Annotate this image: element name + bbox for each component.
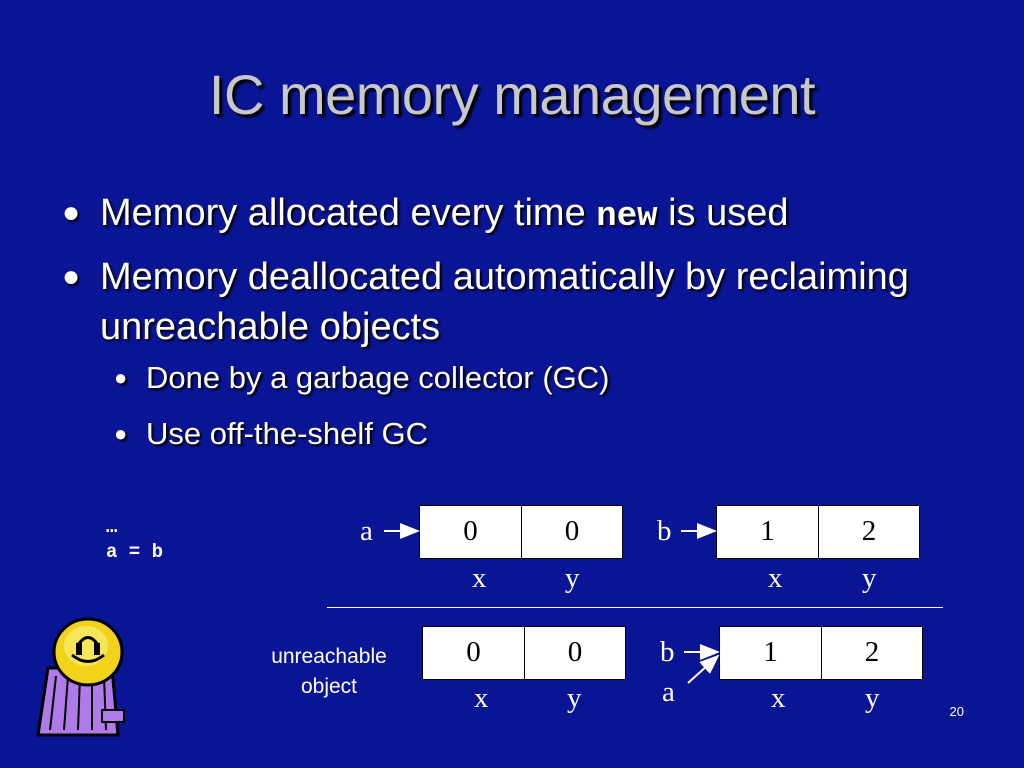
bullet-list: ● Memory allocated every time new is use…: [62, 188, 1002, 454]
field-value: 2: [821, 627, 922, 679]
field-value: 1: [763, 636, 778, 668]
field-name: x: [771, 682, 786, 714]
bullet-item: ● Memory allocated every time new is use…: [62, 188, 1002, 242]
bullet-dot-icon: ●: [62, 260, 81, 293]
label-line: unreachable: [271, 645, 387, 668]
page-number: 20: [949, 704, 964, 719]
code-line: a = b: [106, 541, 164, 563]
field-value: 0: [463, 515, 478, 547]
field-name: x: [768, 562, 783, 594]
bullet-dot-icon: ●: [62, 196, 81, 229]
field-value: 0: [524, 627, 625, 679]
unreachable-object-label: unreachable object: [256, 642, 402, 702]
unreachable-object-box: 0 0: [422, 626, 626, 680]
object-box-b: 1 2: [716, 505, 920, 559]
sub-bullet-text: Done by a garbage collector (GC): [146, 360, 610, 395]
slide-title: IC memory management: [208, 63, 816, 126]
field-value: 1: [760, 515, 775, 547]
pointer-label-a: a: [360, 515, 373, 547]
emphasis-text: unreachable: [100, 306, 310, 348]
pointer-label-b: b: [657, 515, 672, 547]
pointer-label-a: a: [662, 676, 675, 708]
field-name: y: [567, 682, 582, 714]
code-snippet: … a = b: [106, 515, 163, 565]
field-value: 0: [466, 636, 481, 668]
bullet-item: ● Memory deallocated automatically by re…: [62, 252, 1002, 352]
pointer-label-b: b: [660, 636, 675, 668]
field-name: x: [474, 682, 489, 714]
field-name: y: [865, 682, 880, 714]
garbage-collector-icon: [36, 617, 125, 737]
object-box-a: 0 0: [419, 505, 623, 559]
field-name: x: [472, 562, 487, 594]
code-line: …: [106, 516, 118, 538]
bullet-dot-icon: ●: [114, 365, 128, 390]
sub-bullet-text: Use off-the-shelf GC: [146, 416, 428, 451]
bullet-text: Memory allocated every time: [100, 192, 597, 234]
label-line: object: [300, 675, 358, 698]
divider-line: [327, 607, 943, 608]
bullet-text: Memory deallocated automatically by recl…: [100, 256, 909, 298]
field-name: y: [862, 562, 877, 594]
code-keyword: new: [596, 198, 658, 236]
bullet-text: objects: [309, 306, 441, 348]
field-value: 2: [818, 506, 919, 558]
field-value: 0: [521, 506, 622, 558]
bullet-text: is used: [657, 192, 789, 234]
field-name: y: [565, 562, 580, 594]
arrow-a-to-shared-obj: [687, 654, 720, 684]
bullet-dot-icon: ●: [114, 421, 128, 446]
sub-bullet-item: ● Use off-the-shelf GC: [62, 414, 1002, 454]
sub-bullet-item: ● Done by a garbage collector (GC): [62, 358, 1002, 398]
